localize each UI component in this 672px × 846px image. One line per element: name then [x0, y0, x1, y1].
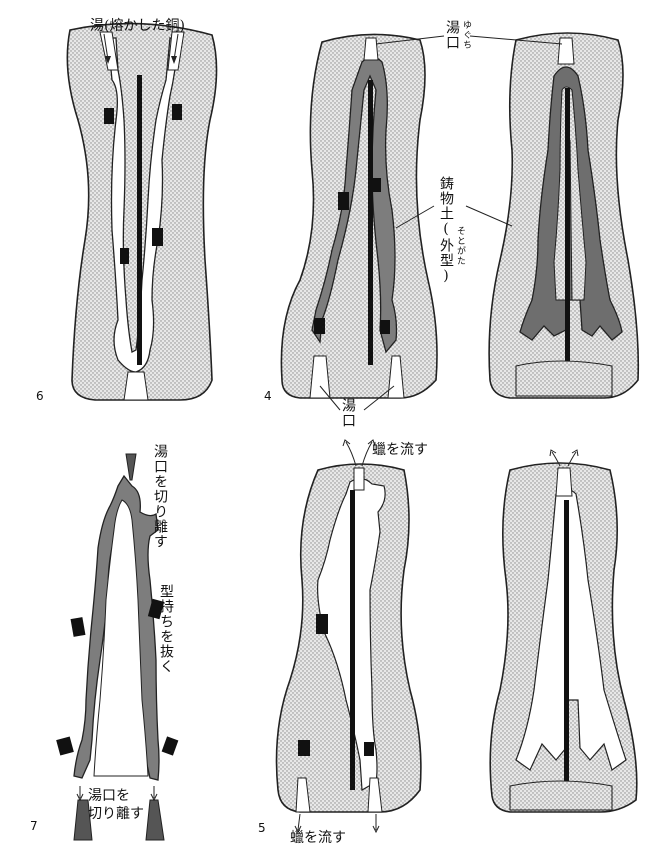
label-pull-supports: 型持ちを抜く: [158, 584, 174, 674]
core-support-fig4a-b: [372, 178, 381, 192]
sprue-top-fig5a: [354, 468, 364, 490]
label-wax-flow-bottom: 蠟を流す: [290, 830, 346, 846]
base-plug-fig5b: [510, 781, 612, 810]
leader-mold-right: [466, 206, 512, 226]
core-support-fig6-a: [104, 108, 114, 124]
pin-left-upper: [71, 617, 86, 637]
figure-number-6: 6: [36, 389, 44, 403]
wax-arrow-top-left: [343, 440, 356, 466]
core-support-fig5a-b: [298, 740, 310, 756]
arrow-down-right: [151, 786, 157, 800]
figure-5-wax-out: 蠟を流す 蠟を流す 5: [258, 440, 428, 846]
label-mold-clay: 鋳物土(外型): [438, 175, 454, 285]
core-support-fig4a-d: [380, 320, 390, 334]
wax-arrow-bottom-right: [373, 814, 379, 832]
figure-7-cast-removed: 湯口を切り離す 型持ちを抜く 湯口を 切り離す 7: [30, 443, 178, 840]
detached-sprue-top: [126, 454, 136, 480]
core-rod-fig4a: [368, 80, 373, 365]
label-molten-copper: 湯(熔かした銅): [90, 17, 185, 34]
label-wax-flow-top: 蠟を流す: [372, 442, 428, 458]
sprue-top-fig4a: [364, 38, 378, 60]
figure-number-4: 4: [264, 389, 272, 403]
label-sprue-top-ruby: ゆぐち: [461, 20, 471, 50]
detached-sprue-bottom-right: [146, 800, 164, 840]
label-cut-sprue-bottom-2: 切り離す: [88, 805, 144, 822]
core-support-fig5a-a: [316, 614, 328, 634]
arrow-down-left: [77, 786, 83, 800]
core-support-fig5a-c: [364, 742, 374, 756]
core-rod-fig4b: [565, 88, 570, 368]
core-support-fig6-c: [152, 228, 163, 246]
core-support-fig6-d: [120, 248, 129, 264]
label-sprue-top: 湯口: [444, 19, 460, 50]
figure-6-pouring: 湯(熔かした銅) 6: [36, 17, 217, 403]
core-rod-fig6: [137, 75, 142, 365]
figure-number-7: 7: [30, 819, 38, 833]
core-support-fig4a-c: [314, 318, 325, 334]
core-rod-fig5a: [350, 490, 355, 790]
figure-4-filled-mold: [489, 33, 638, 398]
label-sprue-bottom: 湯口: [340, 397, 356, 428]
sprue-bottom-left-fig4a: [310, 356, 330, 398]
figure-5-empty-mold: [490, 450, 637, 812]
sprue-bottom-fig6: [124, 372, 148, 400]
sprue-top-fig5b: [556, 468, 572, 496]
figure-number-5: 5: [258, 821, 266, 835]
core-support-fig6-b: [172, 104, 182, 120]
label-mold-clay-ruby: そとがた: [455, 226, 466, 266]
core-rod-fig5b: [564, 500, 569, 800]
core-support-fig4a-a: [338, 192, 349, 210]
pin-right-lower: [162, 736, 179, 755]
base-plug-fig4b: [516, 361, 612, 396]
sprue-top-fig4b: [558, 38, 574, 64]
label-cut-sprue-bottom-1: 湯口を: [88, 787, 130, 804]
pin-left-lower: [56, 736, 74, 755]
label-cut-sprue-top: 湯口を切り離す: [152, 443, 168, 549]
